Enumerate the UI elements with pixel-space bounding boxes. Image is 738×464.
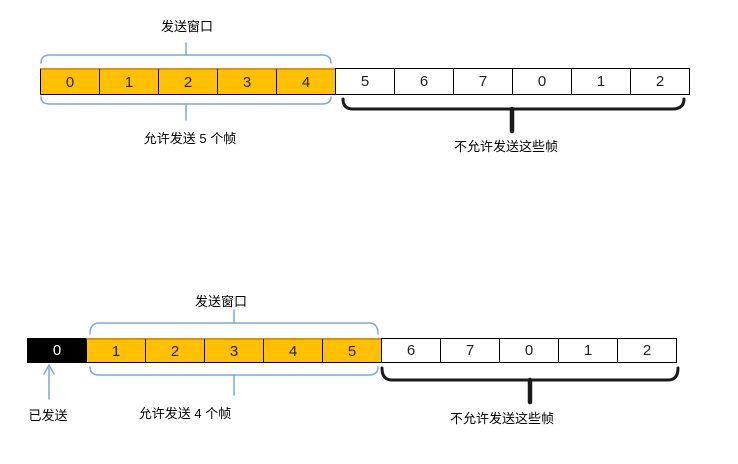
frame-cell-window: 1 (86, 338, 146, 363)
frame-cell-outside: 6 (394, 68, 454, 95)
frame-cell-sent: 0 (27, 338, 87, 363)
frame-cell-outside: 5 (335, 68, 395, 95)
frame-cell-outside: 2 (617, 338, 677, 363)
not-allowed-label-top: 不允许发送这些帧 (453, 139, 559, 154)
frame-cell-outside: 7 (453, 68, 513, 95)
allowed-under-brace-top (40, 96, 332, 121)
window-over-brace-bottom (89, 309, 379, 335)
frame-cell-window: 1 (99, 68, 159, 95)
frame-cell-window: 4 (276, 68, 336, 95)
frame-cell-window: 2 (145, 338, 205, 363)
frame-cell-outside: 7 (440, 338, 500, 363)
frame-cell-window: 5 (322, 338, 382, 363)
send-window-label-top: 发送窗口 (160, 19, 214, 34)
frame-cell-outside: 0 (512, 68, 572, 95)
frame-cell-outside: 6 (381, 338, 441, 363)
allowed-frames-label-bottom: 允许发送 4 个帧 (138, 406, 232, 421)
not-allowed-brace-bottom (380, 366, 680, 405)
send-window-label-bottom: 发送窗口 (194, 294, 248, 309)
sent-label: 已发送 (28, 408, 68, 423)
frame-cell-window: 3 (204, 338, 264, 363)
frame-cell-window: 0 (40, 68, 100, 95)
allowed-under-brace-bottom (89, 366, 379, 396)
frame-cell-outside: 2 (630, 68, 690, 95)
window-over-brace-top (40, 42, 332, 64)
not-allowed-label-bottom: 不允许发送这些帧 (449, 411, 555, 426)
allowed-frames-label-top: 允许发送 5 个帧 (143, 131, 237, 146)
sent-frame-arrow (43, 364, 55, 400)
frame-cell-outside: 1 (571, 68, 631, 95)
frame-cell-outside: 1 (558, 338, 618, 363)
frame-cell-outside: 0 (499, 338, 559, 363)
frame-cell-window: 3 (217, 68, 277, 95)
not-allowed-brace-top (341, 97, 686, 134)
frame-cell-window: 4 (263, 338, 323, 363)
frame-cell-window: 2 (158, 68, 218, 95)
